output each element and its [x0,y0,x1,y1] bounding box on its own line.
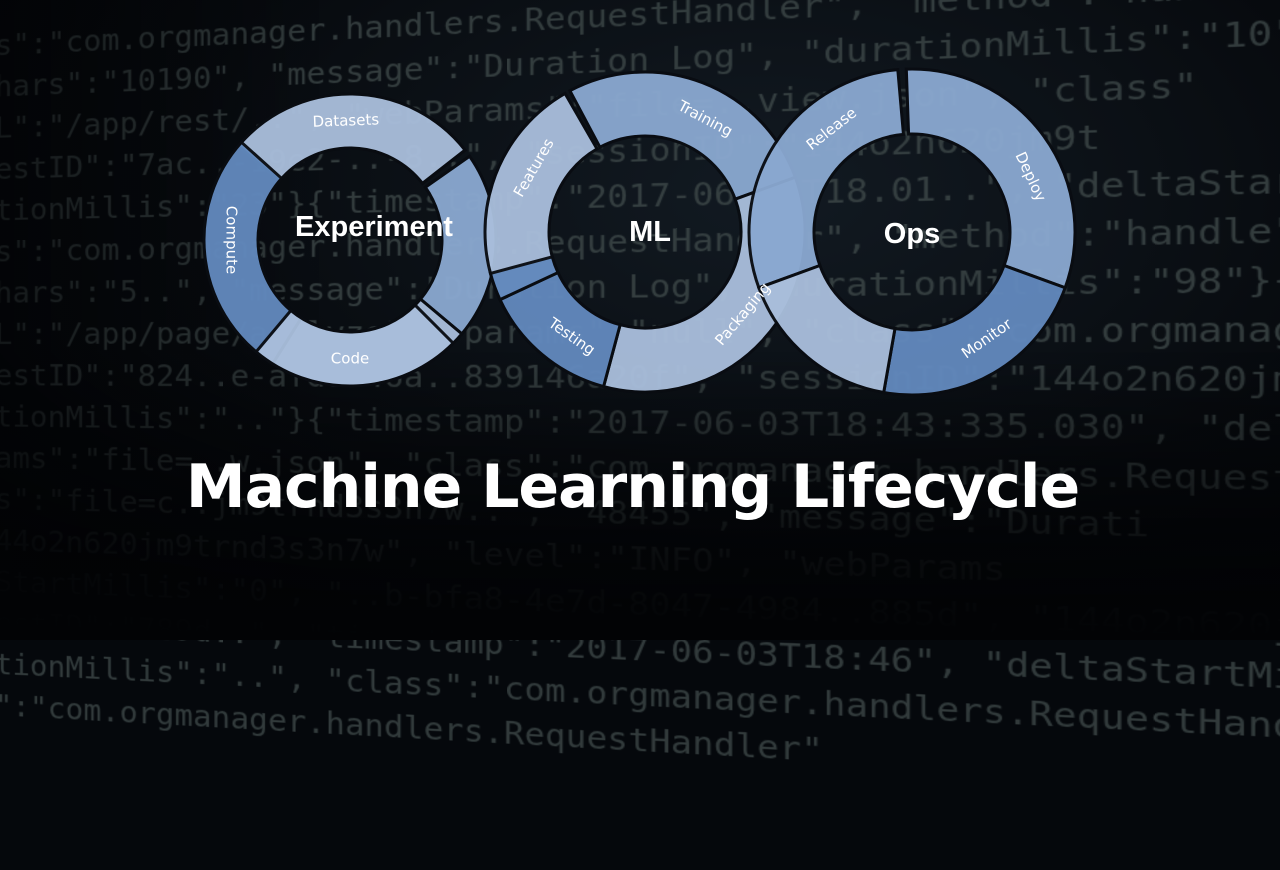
segment-release [749,70,903,288]
lifecycle-diagram: DatasetsComputeCodeFeaturesTrainingPacka… [0,0,1280,640]
ring-title-ops: Ops [884,218,940,250]
segment-deploy [906,69,1075,288]
segment-label-compute: Compute [223,206,241,274]
page-title: Machine Learning Lifecycle [0,452,1265,522]
segment-label-code: Code [331,350,369,368]
segment-monitor [884,266,1065,395]
ring-title-ml: ML [629,216,671,248]
segment-label-datasets: Datasets [312,110,379,130]
segment-code [256,305,453,386]
ring-title-experiment: Experiment [295,211,453,243]
segment-connector [759,266,895,393]
